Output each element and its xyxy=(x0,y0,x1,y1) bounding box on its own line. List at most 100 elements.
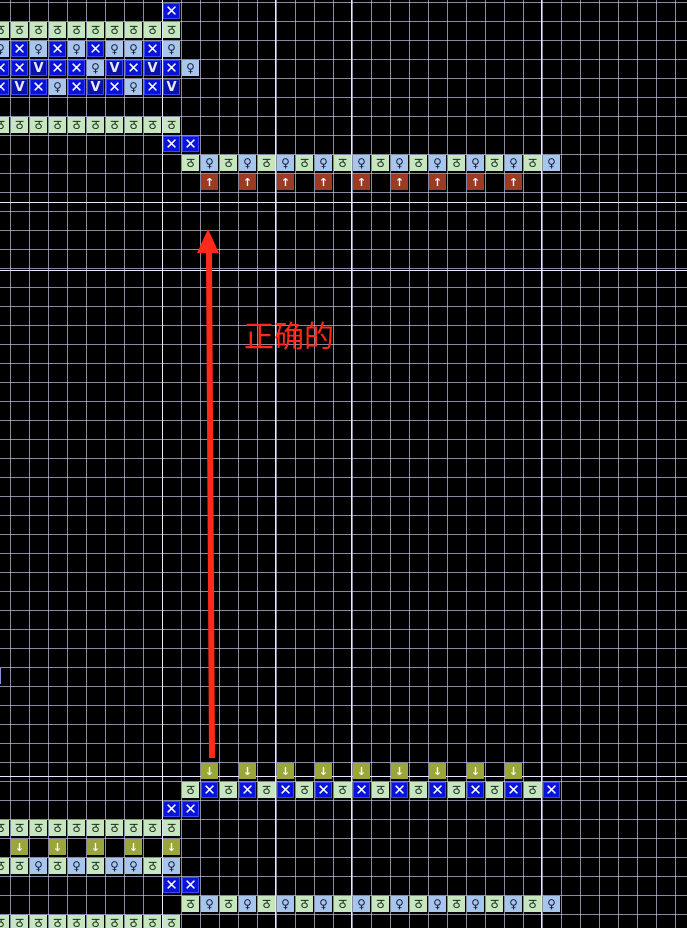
x-tile: ✕ xyxy=(391,782,408,798)
s-tile: ठ xyxy=(106,820,123,836)
s-tile: ठ xyxy=(49,915,66,928)
s-tile: ठ xyxy=(0,22,9,38)
s-tile: ठ xyxy=(49,820,66,836)
q-tile: ♀ xyxy=(0,41,9,57)
x-tile: ✕ xyxy=(0,60,9,76)
up-arrow-tile: ↑ xyxy=(277,174,294,190)
x-tile: ✕ xyxy=(505,782,522,798)
s-tile: ठ xyxy=(220,782,237,798)
s-tile: ठ xyxy=(106,117,123,133)
s-tile: ठ xyxy=(68,117,85,133)
q-tile: ♀ xyxy=(68,858,85,874)
down-arrow-tile: ↓ xyxy=(239,763,256,779)
s-tile: ठ xyxy=(144,820,161,836)
s-tile: ठ xyxy=(87,22,104,38)
x-tile: ✕ xyxy=(163,3,180,19)
q-tile: ♀ xyxy=(106,41,123,57)
down-arrow-tile: ↓ xyxy=(353,763,370,779)
x-tile: ✕ xyxy=(429,782,446,798)
down-arrow-tile: ↓ xyxy=(277,763,294,779)
x-tile: ✕ xyxy=(144,79,161,95)
v-tile: V xyxy=(144,60,161,76)
s-tile: ठ xyxy=(0,915,9,928)
s-tile: ठ xyxy=(11,117,28,133)
major-grid-line xyxy=(351,0,352,928)
x-tile: ✕ xyxy=(182,136,199,152)
x-tile: ✕ xyxy=(182,877,199,893)
s-tile: ठ xyxy=(258,782,275,798)
s-tile: ठ xyxy=(125,117,142,133)
s-tile: ठ xyxy=(334,782,351,798)
s-tile: ठ xyxy=(163,820,180,836)
down-arrow-tile: ↓ xyxy=(49,839,66,855)
major-grid-line xyxy=(541,0,542,928)
x-tile: ✕ xyxy=(277,782,294,798)
s-tile: ठ xyxy=(163,22,180,38)
q-tile: ♀ xyxy=(505,896,522,912)
x-tile: ✕ xyxy=(163,801,180,817)
v-tile: V xyxy=(106,60,123,76)
x-tile: ✕ xyxy=(543,782,560,798)
up-arrow-tile: ↑ xyxy=(467,174,484,190)
s-tile: ठ xyxy=(220,896,237,912)
q-tile: ♀ xyxy=(68,41,85,57)
q-tile: ♀ xyxy=(315,155,332,171)
major-grid-line xyxy=(0,270,687,271)
q-tile: ♀ xyxy=(353,896,370,912)
x-tile: ✕ xyxy=(353,782,370,798)
x-tile: ✕ xyxy=(315,782,332,798)
s-tile: ठ xyxy=(49,117,66,133)
x-tile: ✕ xyxy=(87,41,104,57)
q-tile: ♀ xyxy=(30,41,47,57)
up-arrow-tile: ↑ xyxy=(429,174,446,190)
q-tile: ♀ xyxy=(467,155,484,171)
s-tile: ठ xyxy=(30,22,47,38)
q-tile: ♀ xyxy=(182,60,199,76)
s-tile: ठ xyxy=(11,820,28,836)
q-tile: ♀ xyxy=(391,155,408,171)
v-tile: V xyxy=(30,60,47,76)
q-tile: ♀ xyxy=(87,60,104,76)
down-arrow-tile: ↓ xyxy=(125,839,142,855)
s-tile: ठ xyxy=(87,820,104,836)
s-tile: ठ xyxy=(486,155,503,171)
q-tile: ♀ xyxy=(391,896,408,912)
q-tile: ♀ xyxy=(125,79,142,95)
s-tile: ठ xyxy=(410,155,427,171)
arrow-shaft xyxy=(206,251,215,759)
s-tile: ठ xyxy=(296,155,313,171)
down-arrow-tile: ↓ xyxy=(201,763,218,779)
x-tile: ✕ xyxy=(11,60,28,76)
s-tile: ठ xyxy=(49,22,66,38)
x-tile: ✕ xyxy=(163,60,180,76)
s-tile: ठ xyxy=(486,782,503,798)
major-grid-line xyxy=(275,0,276,928)
s-tile: ठ xyxy=(0,858,9,874)
s-tile: ठ xyxy=(0,820,9,836)
s-tile: ठ xyxy=(68,820,85,836)
q-tile: ♀ xyxy=(277,155,294,171)
s-tile: ठ xyxy=(106,22,123,38)
x-tile: ✕ xyxy=(144,41,161,57)
up-arrow-tile: ↑ xyxy=(315,174,332,190)
s-tile: ठ xyxy=(144,858,161,874)
x-tile: ✕ xyxy=(68,60,85,76)
q-tile: ♀ xyxy=(429,896,446,912)
s-tile: ठ xyxy=(182,782,199,798)
s-tile: ठ xyxy=(144,117,161,133)
x-tile: ✕ xyxy=(467,782,484,798)
s-tile: ठ xyxy=(182,896,199,912)
s-tile: ठ xyxy=(106,915,123,928)
s-tile: ठ xyxy=(68,22,85,38)
s-tile: ठ xyxy=(87,858,104,874)
s-tile: ठ xyxy=(11,858,28,874)
x-tile: ✕ xyxy=(239,782,256,798)
q-tile: ♀ xyxy=(467,896,484,912)
v-tile: V xyxy=(87,79,104,95)
s-tile: ठ xyxy=(372,155,389,171)
q-tile: ♀ xyxy=(239,155,256,171)
s-tile: ठ xyxy=(144,22,161,38)
s-tile: ठ xyxy=(296,896,313,912)
down-arrow-tile: ↓ xyxy=(391,763,408,779)
